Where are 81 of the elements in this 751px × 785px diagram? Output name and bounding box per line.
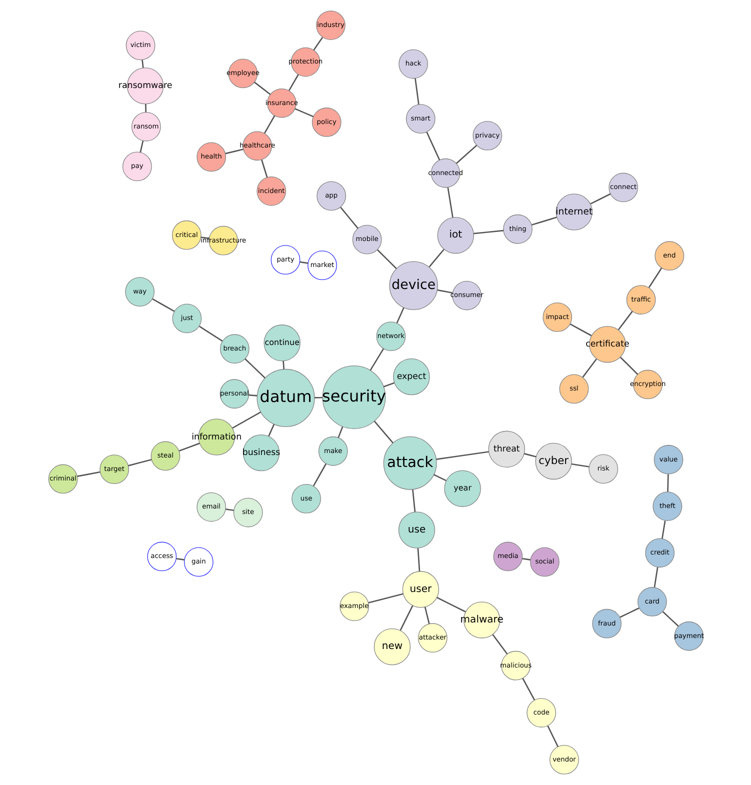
connector xyxy=(200,236,209,240)
connector xyxy=(546,726,558,747)
connector xyxy=(382,382,394,388)
node-circle: new xyxy=(373,628,410,666)
connector xyxy=(288,74,298,91)
connector xyxy=(590,193,610,204)
connector xyxy=(436,289,452,294)
connector xyxy=(268,424,274,436)
connector xyxy=(373,420,393,444)
connector xyxy=(139,140,144,152)
node-circle: user xyxy=(402,571,439,608)
connector xyxy=(433,474,446,482)
connector xyxy=(661,520,666,539)
connector xyxy=(424,606,430,624)
node-circle: device xyxy=(388,261,438,310)
connector xyxy=(666,474,668,492)
connector xyxy=(376,249,396,269)
connector xyxy=(446,187,453,218)
node-circle: expect xyxy=(392,358,430,396)
connector xyxy=(253,82,270,95)
connector xyxy=(653,567,658,588)
connector xyxy=(312,36,323,50)
connector xyxy=(264,115,275,134)
node-circle: attack xyxy=(382,436,436,490)
connector xyxy=(299,261,308,264)
node-circle: datum xyxy=(256,368,314,428)
connector xyxy=(314,396,322,398)
connector xyxy=(232,412,261,429)
connector xyxy=(244,358,265,378)
connector xyxy=(176,558,184,560)
connector xyxy=(141,60,144,68)
connector xyxy=(662,611,678,627)
connector xyxy=(198,326,222,342)
connector xyxy=(368,593,403,604)
connector xyxy=(428,248,444,268)
connector xyxy=(294,108,314,118)
node-circle: threat xyxy=(488,430,525,468)
connector xyxy=(473,230,503,234)
connector xyxy=(152,298,174,312)
connector xyxy=(260,160,268,178)
node-circle: iot xyxy=(436,216,474,254)
connector xyxy=(436,451,488,460)
connector xyxy=(570,463,589,468)
connector xyxy=(582,358,596,378)
connector xyxy=(282,360,284,370)
connector xyxy=(412,490,416,512)
connector xyxy=(416,548,420,572)
node-circle: use xyxy=(398,512,435,548)
connector xyxy=(456,144,477,164)
connector xyxy=(619,608,639,618)
connector xyxy=(178,442,200,452)
connector xyxy=(426,132,440,160)
connector xyxy=(76,471,100,477)
node-circle: security xyxy=(322,366,386,429)
connector xyxy=(369,348,384,371)
connector xyxy=(492,634,508,654)
connector xyxy=(648,268,662,288)
connector xyxy=(225,508,234,512)
node-circle: cyber xyxy=(534,442,572,480)
connector xyxy=(396,307,404,324)
connector xyxy=(531,216,556,226)
node-circle: internet xyxy=(555,194,592,230)
connector xyxy=(524,453,536,458)
connector xyxy=(522,678,535,700)
connector xyxy=(224,148,244,154)
connector xyxy=(619,356,638,375)
connector xyxy=(337,426,343,438)
connector xyxy=(436,596,466,612)
connector xyxy=(617,310,632,330)
connector xyxy=(414,78,419,104)
node-label: ransomware xyxy=(118,81,172,92)
connector xyxy=(522,558,530,560)
connector xyxy=(144,104,146,112)
connector xyxy=(340,206,358,229)
connector xyxy=(312,464,326,486)
connector xyxy=(569,324,592,336)
connector xyxy=(128,458,152,466)
node-circle: business xyxy=(242,434,280,472)
connector xyxy=(248,394,257,396)
connector xyxy=(399,605,413,631)
node-label: information xyxy=(191,432,242,442)
